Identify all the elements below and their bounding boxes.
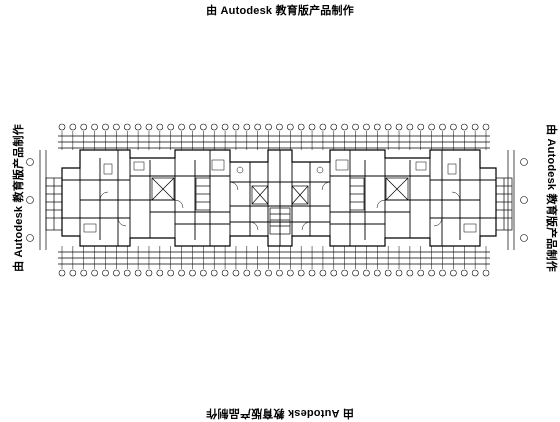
interior-walls <box>79 150 481 246</box>
axis-bubble <box>439 123 446 131</box>
axis-bubble <box>200 123 207 131</box>
axis-bubble <box>352 269 359 277</box>
axis-bubble <box>123 269 131 277</box>
axis-bubble <box>178 269 185 277</box>
axis-bubble <box>439 269 446 277</box>
axis-bubble <box>395 123 403 131</box>
axis-bubble <box>330 123 338 131</box>
axis-bubble <box>102 269 109 277</box>
axis-bubble <box>297 269 305 277</box>
axis-bubble <box>297 123 305 131</box>
axis-bubble <box>363 123 370 131</box>
axis-bubble <box>471 123 479 131</box>
axis-bubble <box>145 269 153 277</box>
axis-bubble <box>134 269 142 277</box>
axis-bubble <box>450 123 457 131</box>
axis-bubble <box>91 269 98 277</box>
axis-bubble <box>341 123 348 131</box>
axis-bubble <box>384 269 392 277</box>
axis-bubble <box>167 269 175 277</box>
axis-bubble <box>265 123 272 131</box>
axis-bubble <box>167 123 175 131</box>
bottom-tick-marks <box>61 246 487 269</box>
axis-bubble <box>232 269 240 277</box>
axis-bubble <box>102 123 109 131</box>
axis-bubble <box>265 269 272 277</box>
axis-bubble <box>319 123 327 131</box>
axis-bubble <box>341 269 348 277</box>
axis-bubble <box>69 269 77 277</box>
axis-bubble <box>221 123 229 131</box>
core-right <box>349 177 409 211</box>
axis-bubble <box>254 123 261 131</box>
axis-bubble <box>200 269 207 277</box>
axis-bubble <box>210 269 218 277</box>
axis-bubble <box>373 123 381 131</box>
top-tick-marks <box>61 131 487 150</box>
axis-bubble <box>287 269 294 277</box>
axis-bubble <box>178 123 185 131</box>
top-dimension-lines <box>58 135 490 149</box>
axis-bubble <box>319 269 327 277</box>
axis-bubble <box>460 269 468 277</box>
interior-walls-horizontal <box>62 175 496 225</box>
axis-bubble <box>123 123 131 131</box>
axis-bubble <box>417 123 425 131</box>
axis-bubble <box>156 269 164 277</box>
axis-bubble <box>395 269 403 277</box>
axis-bubble <box>221 269 229 277</box>
axis-bubble <box>276 123 283 131</box>
bottom-dimension-lines <box>58 251 490 265</box>
watermark-top: 由 Autodesk 教育版产品制作 <box>206 5 354 17</box>
right-stair-block <box>495 177 513 231</box>
axis-bubble <box>232 123 240 131</box>
axis-bubble <box>243 269 251 277</box>
building-outline <box>61 149 497 247</box>
axis-bubble <box>450 269 457 277</box>
axis-bubble <box>80 269 88 277</box>
axis-bubble <box>254 269 261 277</box>
axis-bubbles-side <box>26 158 528 242</box>
axis-bubble <box>482 123 490 131</box>
axis-bubble <box>428 123 435 131</box>
axis-bubble <box>308 123 316 131</box>
axis-bubble <box>58 269 66 277</box>
axis-bubbles-bottom <box>58 269 490 277</box>
axis-bubble <box>363 269 370 277</box>
axis-bubble <box>134 123 142 131</box>
axis-bubble <box>308 269 316 277</box>
axis-bubble <box>428 269 435 277</box>
axis-bubble <box>113 123 120 131</box>
axis-bubble <box>145 123 153 131</box>
axis-bubble <box>482 269 490 277</box>
axis-bubble <box>80 123 88 131</box>
axis-bubble <box>156 123 164 131</box>
axis-bubble <box>406 269 414 277</box>
core-center <box>251 185 309 235</box>
axis-bubble <box>373 269 381 277</box>
axis-bubble <box>417 269 425 277</box>
axis-bubble <box>243 123 251 131</box>
axis-bubble <box>210 123 218 131</box>
axis-bubble <box>471 269 479 277</box>
axis-bubble <box>276 269 283 277</box>
axis-bubble <box>189 269 196 277</box>
left-stair-block <box>45 177 63 231</box>
axis-bubble <box>189 123 196 131</box>
axis-bubble <box>58 123 66 131</box>
axis-bubble <box>460 123 468 131</box>
axis-bubble <box>406 123 414 131</box>
axis-bubble <box>352 123 359 131</box>
axis-bubble <box>113 269 120 277</box>
axis-bubbles-top <box>58 123 490 131</box>
axis-bubble <box>91 123 98 131</box>
axis-bubble <box>69 123 77 131</box>
axis-bubble <box>330 269 338 277</box>
door-swings <box>99 181 461 231</box>
axis-bubble <box>384 123 392 131</box>
core-left <box>151 177 211 211</box>
fixtures <box>83 159 477 233</box>
axis-bubble <box>287 123 294 131</box>
